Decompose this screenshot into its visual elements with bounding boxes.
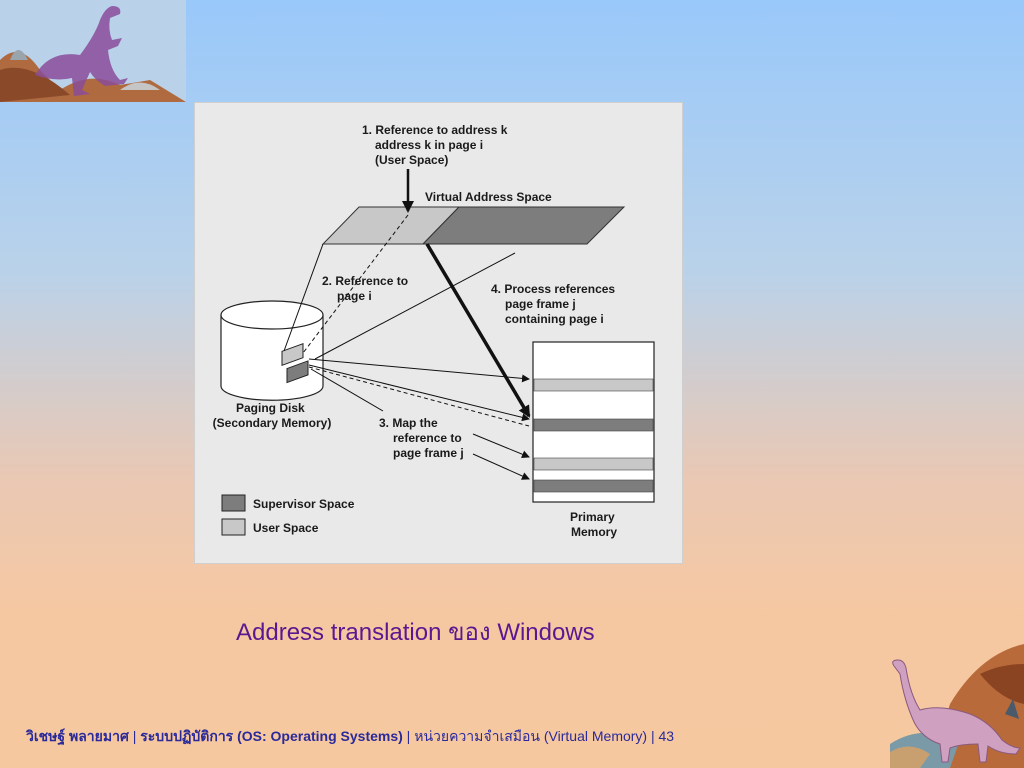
- vas-to-disk-right-line: [314, 252, 516, 360]
- step3-line1: 3. Map the: [379, 416, 438, 430]
- dinosaur-bottom-right-image: [890, 644, 1024, 768]
- footer-course: ระบบปฏิบัติการ (OS: Operating Systems): [140, 728, 403, 744]
- disk-to-memory-arrow-2: [308, 364, 530, 422]
- disk-to-memory-arrow-1: [308, 358, 530, 383]
- primary-line1: Primary: [570, 510, 615, 524]
- dinosaur-top-left-image: [0, 0, 186, 102]
- step2-line2: page i: [337, 289, 372, 303]
- step4-line1: 4. Process references: [491, 282, 615, 296]
- footer-page-number: 43: [658, 728, 675, 744]
- memory-frame-supervisor-1: [533, 418, 654, 432]
- step3-pointer-line: [310, 368, 384, 412]
- step2-label: 2. Reference to page i: [322, 274, 411, 303]
- legend-supervisor-label: Supervisor Space: [253, 497, 355, 511]
- vas-to-disk-line: [283, 243, 324, 352]
- step2-line1: 2. Reference to: [322, 274, 408, 288]
- slide-caption: Address translation ของ Windows: [236, 619, 595, 646]
- paging-disk-label: Paging Disk (Secondary Memory): [213, 401, 332, 430]
- step1-line2: address k in page i: [375, 138, 483, 152]
- step3-line3: page frame j: [393, 446, 464, 460]
- address-translation-diagram: 1. Reference to address k address k in p…: [194, 102, 683, 564]
- step4-arrow: [425, 243, 531, 418]
- legend-supervisor-swatch: [221, 494, 246, 512]
- paging-disk-icon: [220, 300, 324, 401]
- legend-user-label: User Space: [253, 521, 319, 535]
- slide-footer: วิเชษฐ์ พลายมาศ | ระบบปฏิบัติการ (OS: Op…: [26, 726, 674, 748]
- step3-arrow-2: [472, 453, 530, 480]
- virtual-address-space-supervisor-part: [421, 206, 626, 245]
- footer-separator: |: [647, 728, 659, 744]
- step3-label: 3. Map the reference to page frame j: [379, 416, 465, 460]
- step1-label: 1. Reference to address k address k in p…: [362, 123, 511, 167]
- step4-line2: page frame j: [505, 297, 576, 311]
- footer-chapter: หน่วยความจำเสมือน (Virtual Memory): [414, 728, 648, 744]
- memory-frame-supervisor-2: [533, 479, 654, 493]
- primary-line2: Memory: [571, 525, 617, 539]
- step3-line2: reference to: [393, 431, 462, 445]
- disk-user-page: [281, 343, 304, 367]
- step4-line3: containing page i: [505, 312, 604, 326]
- disk-line1: Paging Disk: [236, 401, 305, 415]
- step2-dashed-line: [302, 214, 409, 354]
- footer-separator: |: [402, 728, 415, 744]
- memory-frame-user-1: [533, 378, 654, 392]
- step4-label: 4. Process references page frame j conta…: [491, 282, 618, 326]
- memory-frame-user-2: [533, 457, 654, 471]
- step3-arrow-1: [472, 433, 530, 459]
- disk-to-memory-dashed-arrow: [308, 366, 530, 427]
- legend-user-swatch: [221, 518, 246, 536]
- step1-line1: 1. Reference to address k: [362, 123, 508, 137]
- virtual-address-space-label: Virtual Address Space: [425, 190, 552, 204]
- disk-supervisor-page: [286, 360, 309, 384]
- primary-memory-label: Primary Memory: [570, 510, 618, 539]
- footer-author: วิเชษฐ์ พลายมาศ: [26, 728, 129, 744]
- footer-separator: |: [128, 728, 141, 744]
- step1-line3: (User Space): [375, 153, 448, 167]
- disk-line2: (Secondary Memory): [213, 416, 332, 430]
- diagram-canvas: 1. Reference to address k address k in p…: [213, 123, 655, 539]
